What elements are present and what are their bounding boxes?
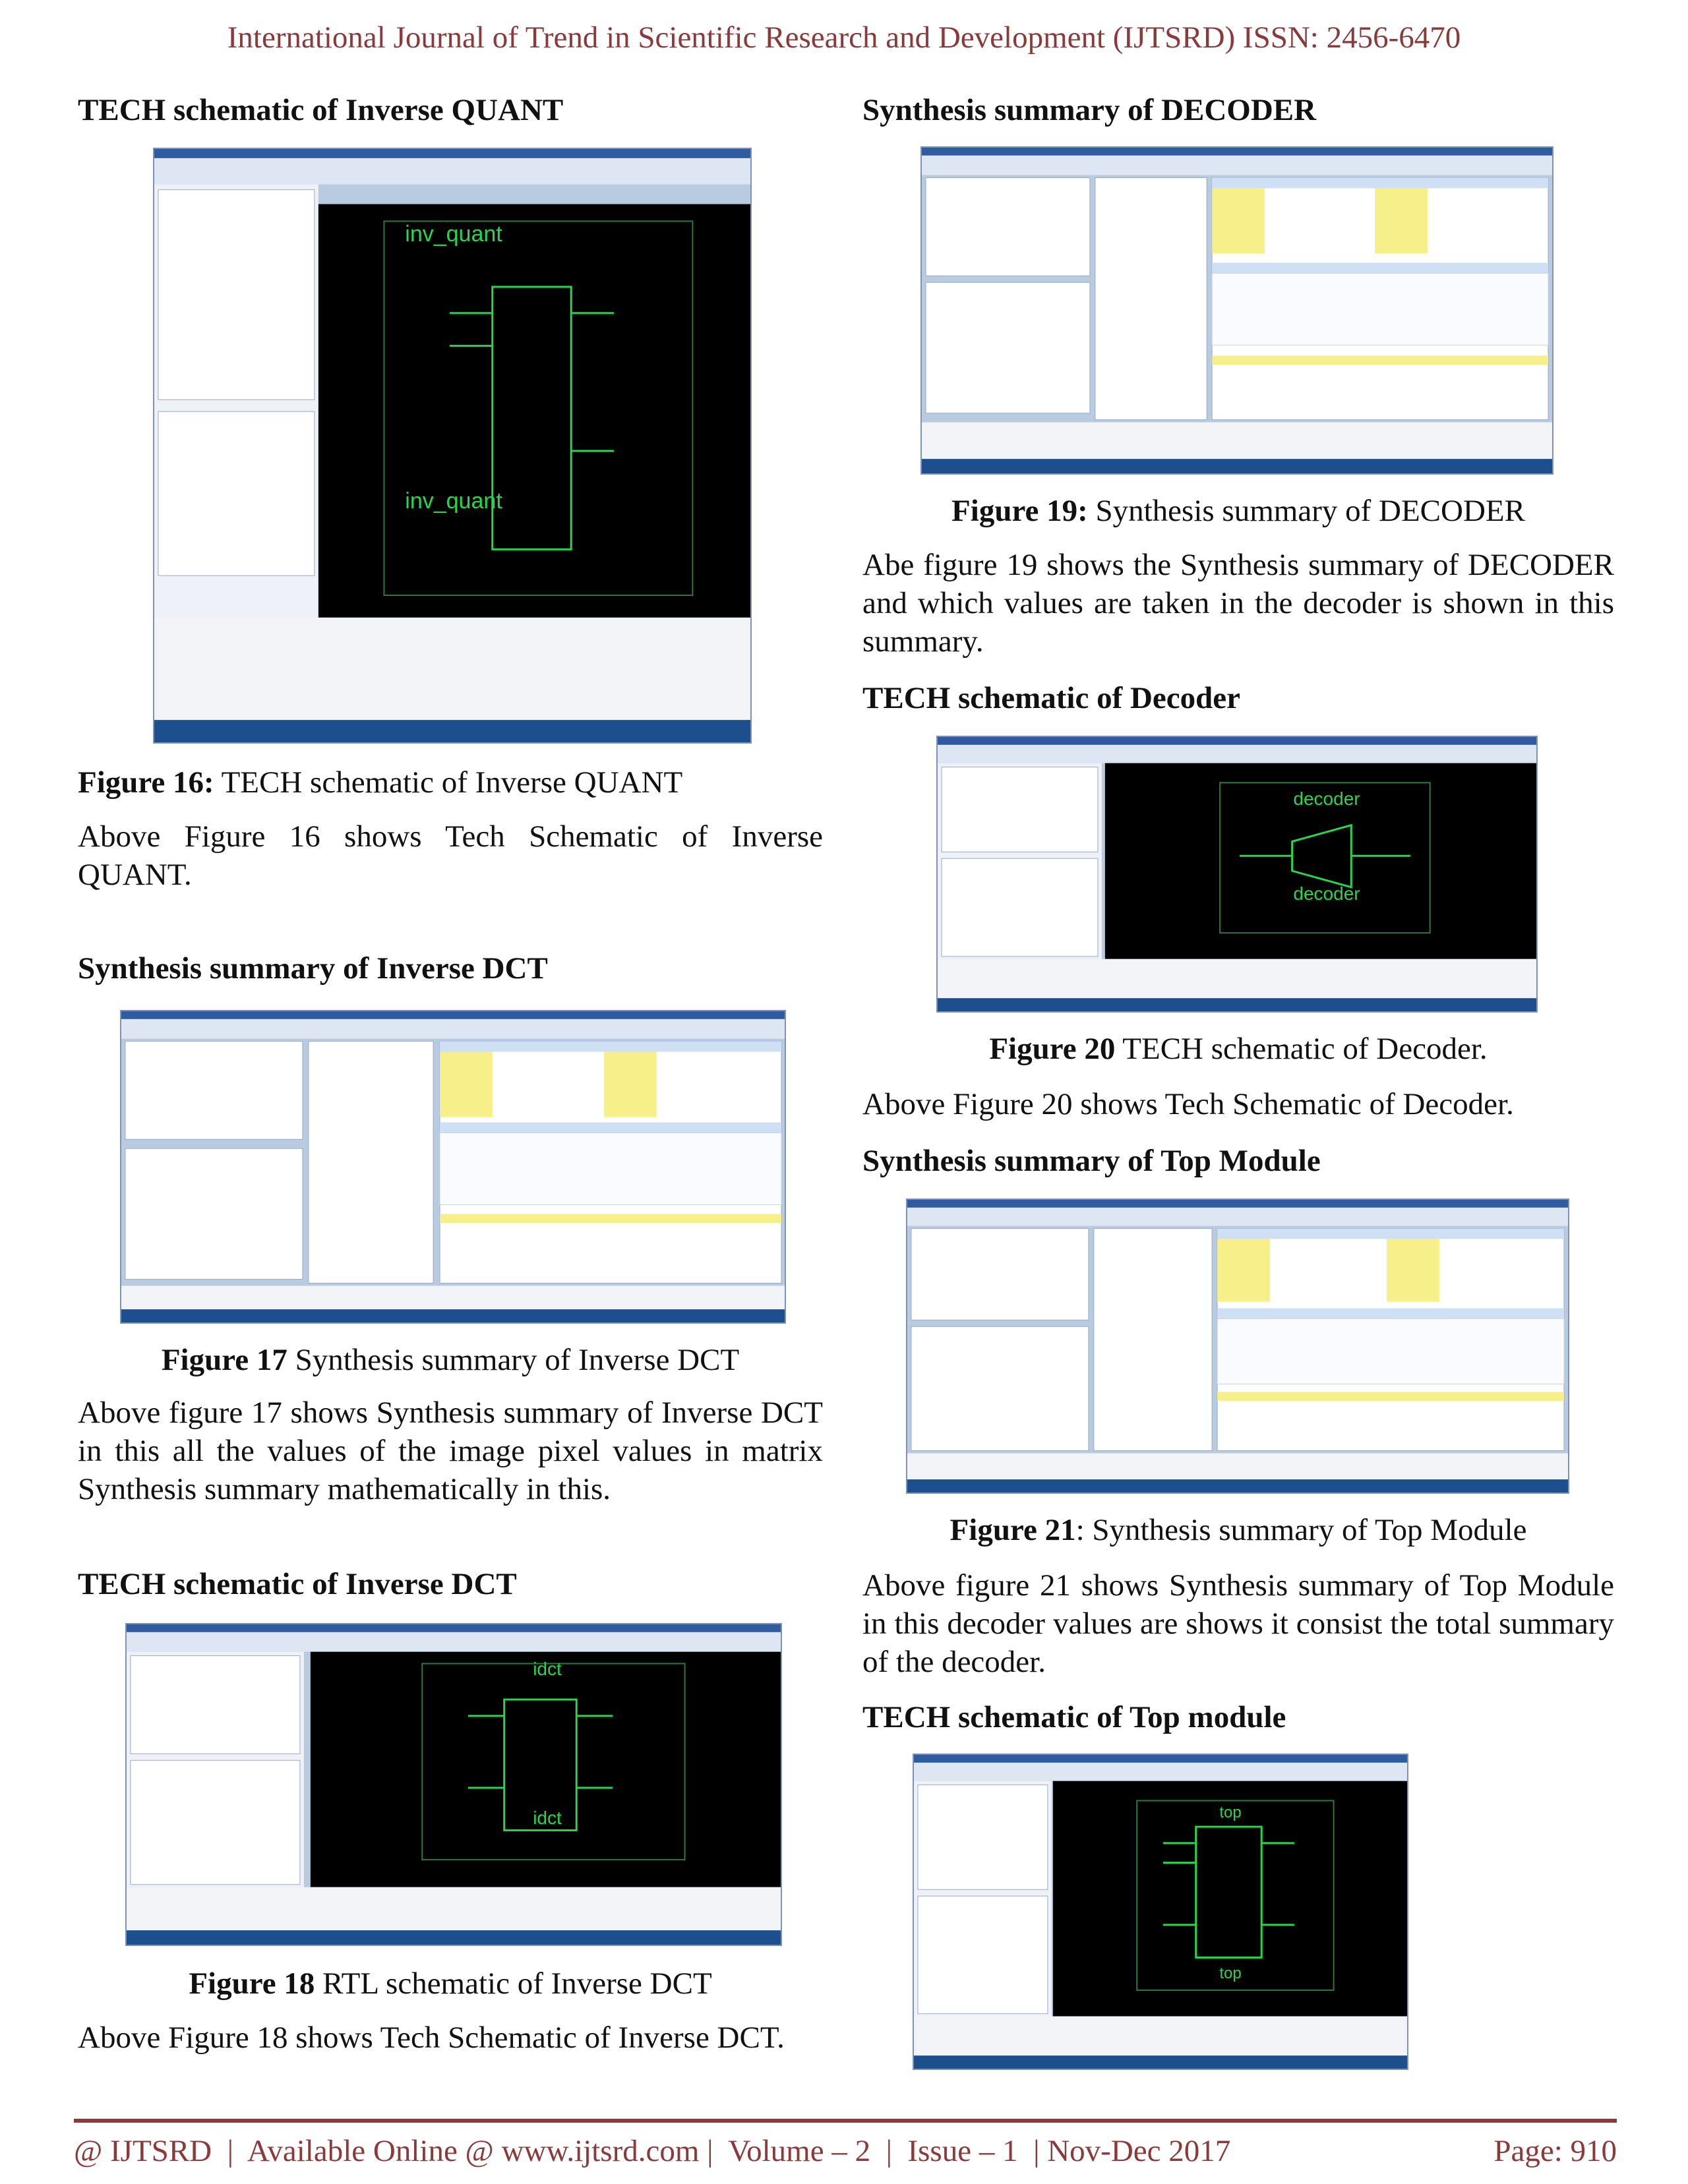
figure-16-label: Figure 16: — [78, 765, 214, 800]
figure-17-caption: Figure 17 Synthesis summary of Inverse D… — [78, 1342, 823, 1378]
figure-19-text: Synthesis summary of DECODER — [1087, 494, 1525, 528]
figure-21-paragraph: Above figure 21 shows Synthesis summary … — [862, 1568, 1614, 1679]
footer: @ IJTSRD | Available Online @ www.ijtsrd… — [74, 2133, 1617, 2169]
footer-journal-info: @ IJTSRD | Available Online @ www.ijtsrd… — [74, 2134, 1231, 2168]
figure-18-text: RTL schematic of Inverse DCT — [315, 1966, 712, 2001]
figure-17-screenshot — [120, 1010, 786, 1324]
figure-20-text: TECH schematic of Decoder. — [1115, 1032, 1488, 1066]
figure-18-block-label-bottom: idct — [533, 1808, 562, 1828]
footer-rule — [74, 2119, 1617, 2123]
figure-17-paragraph: Above figure 17 shows Synthesis summary … — [78, 1396, 823, 1506]
heading-synthesis-top-module: Synthesis summary of Top Module — [862, 1144, 1321, 1178]
heading-tech-decoder: TECH schematic of Decoder — [862, 681, 1240, 715]
figure-16-block-label-top: inv_quant — [405, 221, 502, 247]
figure-16-block-label-bottom: inv_quant — [405, 488, 502, 514]
figure-22-block-label-bottom: top — [1219, 1964, 1242, 1982]
figure-22-screenshot: top top — [913, 1754, 1408, 2070]
heading-tech-inverse-quant: TECH schematic of Inverse QUANT — [78, 93, 564, 127]
figure-18-label: Figure 18 — [189, 1966, 315, 2001]
figure-20-screenshot: decoder decoder — [936, 736, 1538, 1013]
footer-page-number: Page: 910 — [1493, 2134, 1617, 2168]
figure-20-block-label-bottom: decoder — [1293, 883, 1360, 904]
heading-synthesis-decoder: Synthesis summary of DECODER — [862, 93, 1317, 127]
figure-20-paragraph: Above Figure 20 shows Tech Schematic of … — [862, 1087, 1514, 1121]
figure-20-caption: Figure 20 TECH schematic of Decoder. — [862, 1031, 1614, 1067]
figure-18-paragraph: Above Figure 18 shows Tech Schematic of … — [78, 2021, 785, 2055]
figure-21-caption: Figure 21: Synthesis summary of Top Modu… — [862, 1512, 1614, 1548]
figure-18-screenshot: idct idct — [125, 1623, 782, 1946]
figure-22-block-label-top: top — [1219, 1804, 1242, 1821]
journal-header: International Journal of Trend in Scient… — [227, 20, 1461, 55]
heading-tech-top-module: TECH schematic of Top module — [862, 1700, 1286, 1734]
heading-synthesis-inverse-dct: Synthesis summary of Inverse DCT — [78, 951, 548, 986]
figure-17-label: Figure 17 — [161, 1343, 287, 1377]
figure-19-caption: Figure 19: Synthesis summary of DECODER — [862, 493, 1614, 529]
figure-19-paragraph: Abe figure 19 shows the Synthesis summar… — [862, 548, 1614, 659]
figure-21-screenshot — [906, 1198, 1569, 1494]
figure-16-caption: Figure 16: TECH schematic of Inverse QUA… — [78, 765, 682, 800]
figure-19-label: Figure 19: — [951, 494, 1088, 528]
figure-19-screenshot — [920, 146, 1553, 475]
figure-16-text: TECH schematic of Inverse QUANT — [214, 765, 683, 800]
figure-20-label: Figure 20 — [989, 1032, 1116, 1066]
figure-16-screenshot: inv_quant inv_quant — [153, 148, 752, 744]
figure-21-text: : Synthesis summary of Top Module — [1075, 1513, 1527, 1547]
figure-18-caption: Figure 18 RTL schematic of Inverse DCT — [78, 1966, 823, 2001]
figure-20-block-label-top: decoder — [1293, 788, 1360, 809]
figure-16-paragraph: Above Figure 16 shows Tech Schematic of … — [78, 819, 823, 892]
figure-21-label: Figure 21 — [950, 1513, 1076, 1547]
heading-tech-inverse-dct: TECH schematic of Inverse DCT — [78, 1567, 517, 1601]
figure-18-block-label-top: idct — [533, 1659, 562, 1679]
figure-17-text: Synthesis summary of Inverse DCT — [287, 1343, 740, 1377]
